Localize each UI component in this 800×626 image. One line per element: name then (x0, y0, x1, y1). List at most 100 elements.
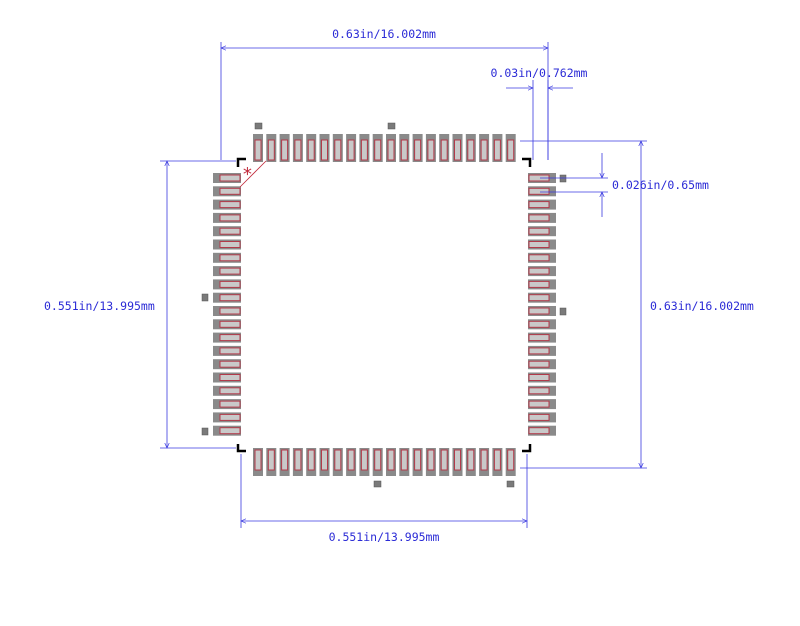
fiducial-marker (559, 307, 567, 316)
pin1-asterisk: * (242, 164, 253, 185)
pad-outline (219, 280, 241, 288)
body-outline (236, 157, 532, 453)
pad-outline (528, 413, 550, 421)
pad-outline (374, 139, 382, 161)
pad-outline (528, 387, 550, 395)
pad-outline (528, 227, 550, 235)
pad-outline (267, 139, 275, 161)
pad-outline (480, 139, 488, 161)
pad-outline (294, 139, 302, 161)
pad-width-label: 0.03in/0.762mm (491, 66, 588, 80)
pad-outline (387, 449, 395, 471)
body-width-label: 0.551in/13.995mm (329, 530, 440, 544)
fiducial-marker (254, 122, 263, 130)
pad-outline (528, 400, 550, 408)
pad-outline (219, 347, 241, 355)
pad-outline (493, 139, 501, 161)
pad-outline (254, 139, 262, 161)
pad-outline (374, 449, 382, 471)
pad-outline (528, 374, 550, 381)
pad-outline (528, 241, 550, 248)
pad-outline (440, 449, 448, 471)
pad-outline (427, 139, 435, 161)
body-height-label: 0.551in/13.995mm (44, 299, 155, 313)
pad-outline (219, 227, 241, 235)
pad-outline (267, 449, 275, 471)
pad-outline (528, 307, 550, 315)
pad-outline (414, 449, 422, 471)
pad-outline (480, 449, 488, 471)
pad-outline (414, 139, 422, 161)
pad-outline (493, 449, 501, 471)
pitch-label: 0.026in/0.65mm (612, 178, 709, 192)
fiducial-marker (559, 174, 567, 183)
pad-outline (219, 360, 241, 368)
pad-outline (454, 139, 461, 161)
pad-outline (528, 254, 550, 262)
pad-outline (528, 320, 550, 328)
pad-outline (347, 139, 355, 161)
pad-outline (427, 449, 435, 471)
pad-outline (528, 187, 550, 195)
pad-outline (219, 427, 241, 435)
fiducial-marker (506, 480, 515, 488)
pad-outline (281, 139, 289, 161)
pad-outline (400, 449, 408, 471)
pad-outline (528, 360, 550, 368)
pad-outline (400, 139, 408, 161)
pad-outline (219, 267, 241, 275)
pad-outline (467, 139, 475, 161)
pad-outline (528, 294, 550, 302)
fiducial-marker (387, 122, 396, 130)
overall-width-label: 0.63in/16.002mm (332, 27, 436, 41)
pad-outline (440, 139, 448, 161)
pad-outline (219, 413, 241, 421)
pad-outline (219, 387, 241, 395)
pad-outline (219, 254, 241, 262)
pad-outline (528, 427, 550, 435)
pad-outline (347, 449, 355, 471)
pad-outline (528, 201, 550, 209)
pad-outline (528, 347, 550, 355)
dimension-lines (160, 42, 647, 528)
pad-outline (528, 267, 550, 275)
pad-outline (219, 334, 241, 342)
pad-outline (528, 334, 550, 342)
pad-outline (507, 449, 515, 471)
pad-outline (334, 139, 342, 161)
pad-group (213, 134, 556, 476)
pad-outline (528, 214, 550, 222)
pad-outline (454, 449, 461, 471)
pad-outline (219, 214, 241, 222)
pad-outline (281, 449, 289, 471)
pad-outline (528, 280, 550, 288)
pad-outline (360, 139, 368, 161)
pin1-marker: * (239, 160, 267, 188)
pad-outline (387, 139, 395, 161)
fiducial-group (201, 122, 567, 488)
pad-outline (219, 294, 241, 302)
pad-outline (507, 139, 515, 161)
pad-outline (219, 320, 241, 328)
overall-height-label: 0.63in/16.002mm (650, 299, 754, 313)
pad-outline (294, 449, 302, 471)
pad-outline (219, 201, 241, 209)
fiducial-marker (201, 293, 209, 302)
pad-outline (219, 241, 241, 248)
pad-outline (307, 139, 315, 161)
pad-outline (219, 374, 241, 381)
pad-outline (321, 139, 328, 161)
pad-outline (219, 307, 241, 315)
pad-outline (360, 449, 368, 471)
pad-outline (219, 187, 241, 195)
pad-outline (219, 174, 241, 182)
pad-outline (321, 449, 328, 471)
pad-outline (219, 400, 241, 408)
pad-outline (254, 449, 262, 471)
fiducial-marker (373, 480, 382, 488)
pad-outline (307, 449, 315, 471)
pad-outline (334, 449, 342, 471)
pad-outline (467, 449, 475, 471)
fiducial-marker (201, 427, 209, 436)
